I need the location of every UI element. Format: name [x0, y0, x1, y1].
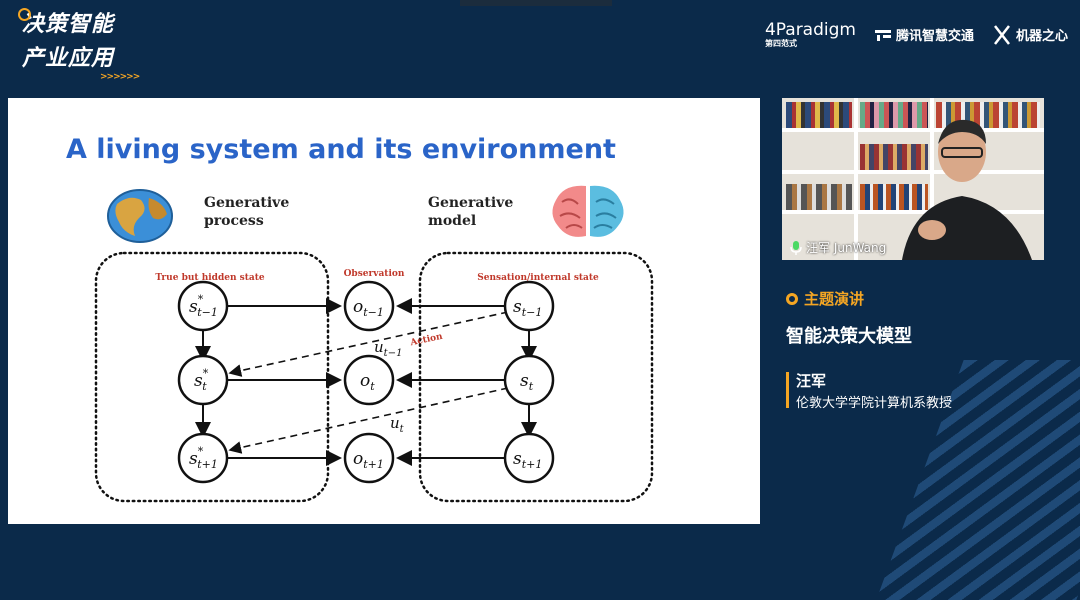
sensation-label: Sensation/internal state	[477, 273, 599, 283]
topic-label: 主题演讲	[804, 290, 865, 308]
tencent-logo-icon	[874, 29, 891, 41]
action-label: Action	[409, 332, 444, 349]
label-line: process	[204, 213, 264, 229]
svg-text:st−1: st−1	[513, 297, 542, 319]
node-o-t+1: ot+1	[343, 432, 395, 484]
event-title-line1: 决策智能	[22, 12, 115, 37]
topic-ring-icon	[786, 292, 798, 305]
sponsor-name: 腾讯智慧交通	[895, 29, 974, 44]
node-o-t: ot	[343, 354, 395, 406]
topic-header: 主题演讲	[786, 288, 864, 309]
sponsor-logos: 4Paradigm 第四范式 腾讯智慧交通 机器之心	[765, 20, 1068, 49]
speaker-name: 汪军	[796, 372, 827, 390]
globe-icon	[107, 189, 173, 243]
svg-text:ot+1: ot+1	[353, 449, 384, 471]
node-s-star-t-1: s*t−1	[177, 280, 229, 332]
generative-process-label: Generative process	[204, 194, 289, 230]
jiqizhixin-logo-icon	[993, 24, 1010, 45]
top-tab[interactable]	[460, 0, 612, 6]
node-s-star-t+1: s*t+1	[177, 432, 229, 484]
speaker-camera-feed: 汪军 JunWang	[782, 98, 1044, 260]
sponsor-name: 4Paradigm	[764, 20, 856, 40]
microphone-icon	[790, 240, 802, 255]
svg-text:st+1: st+1	[513, 449, 542, 471]
label-line: Generative	[204, 195, 290, 211]
logo-chevrons: >>>>>>	[100, 72, 140, 82]
sponsor-4paradigm: 4Paradigm 第四范式	[765, 20, 856, 49]
camera-name-tag: 汪军 JunWang	[790, 239, 886, 256]
generative-model-diagram: True but hidden state Observation Sensat…	[94, 251, 654, 503]
sponsor-name: 机器之心	[1015, 29, 1068, 44]
event-title-line2: 产业应用	[22, 46, 115, 71]
event-logo: 决策智能 产业应用 >>>>>>	[18, 6, 140, 82]
speaker-accent-bar	[786, 372, 789, 408]
node-s-star-t: s*t	[177, 354, 229, 406]
speaker-figure	[902, 119, 1032, 260]
slide-title: A living system and its environment	[66, 134, 616, 165]
node-s-t+1: st+1	[503, 432, 555, 484]
action-u-t-1: ut−1	[374, 338, 402, 359]
brain-icon	[552, 185, 624, 237]
action-u-t: ut	[390, 414, 405, 435]
logo-ring-icon	[18, 8, 31, 21]
svg-text:s*t+1: s*t+1	[189, 445, 218, 471]
node-o-t-1: ot−1	[343, 280, 395, 332]
generative-model-label: Generative model	[428, 194, 513, 230]
sponsor-tencent: 腾讯智慧交通	[874, 25, 974, 44]
speaker-affiliation: 伦敦大学学院计算机系教授	[796, 396, 953, 411]
presentation-slide: A living system and its environment Gene…	[8, 98, 760, 524]
hidden-state-label: True but hidden state	[155, 273, 264, 283]
sponsor-subname: 第四范式	[764, 39, 797, 48]
label-line: Generative	[428, 195, 514, 211]
sponsor-jiqizhixin: 机器之心	[992, 24, 1068, 46]
svg-text:s*t−1: s*t−1	[189, 293, 218, 319]
talk-title: 智能决策大模型	[786, 326, 912, 347]
camera-name-label: 汪军 JunWang	[806, 241, 887, 255]
sensation-group	[418, 251, 654, 503]
svg-text:ot: ot	[360, 371, 375, 393]
observation-label: Observation	[344, 269, 405, 279]
svg-text:ot−1: ot−1	[353, 297, 384, 319]
svg-text:st: st	[520, 371, 534, 393]
node-s-t-1: st−1	[503, 280, 555, 332]
svg-text:s*t: s*t	[194, 367, 209, 393]
label-line: model	[428, 213, 477, 229]
node-s-t: st	[503, 354, 555, 406]
